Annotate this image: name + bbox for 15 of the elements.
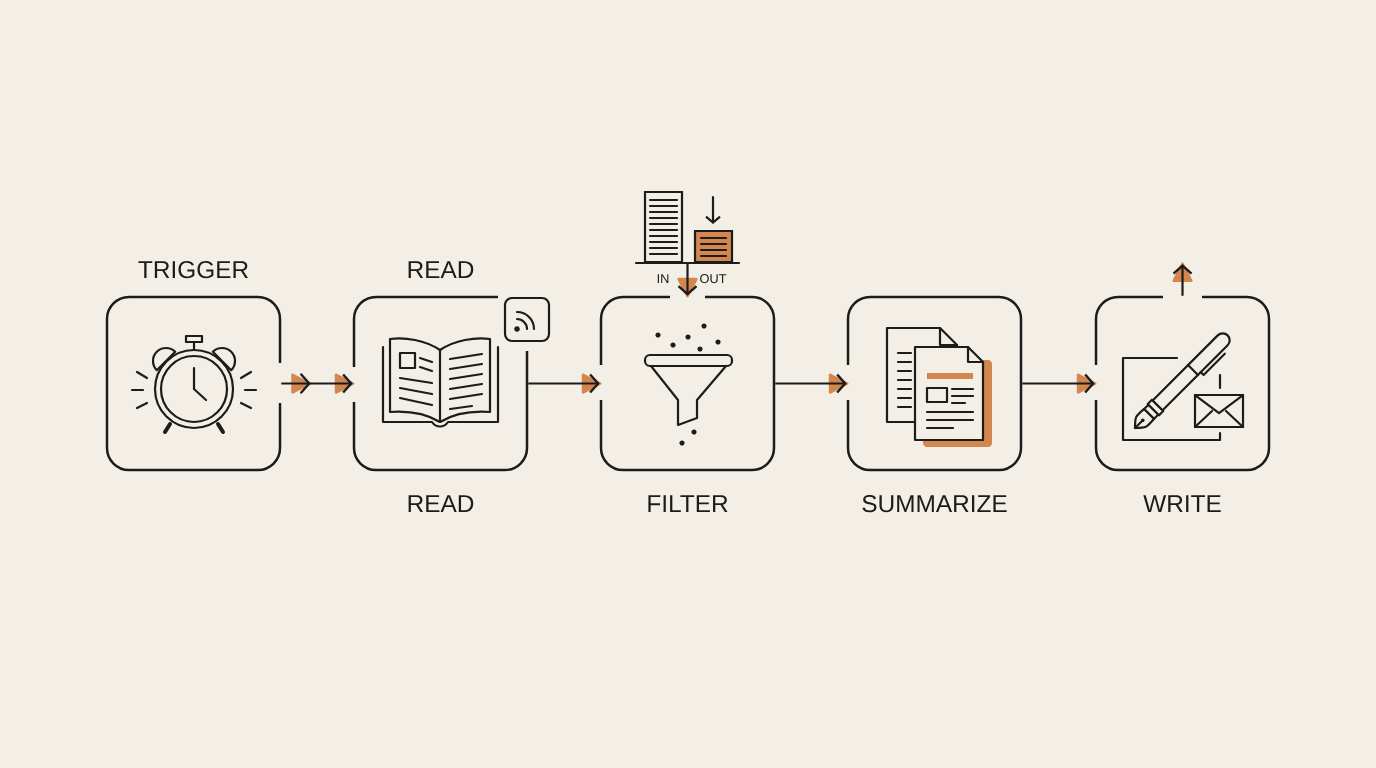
step-label: TRIGGER: [138, 261, 248, 279]
arrow: [775, 373, 849, 394]
label: OUT: [700, 274, 727, 284]
label: IN: [657, 274, 669, 283]
step-label: SUMMARIZE: [862, 495, 1007, 513]
arrow: [528, 373, 602, 394]
arrow: [1172, 262, 1193, 296]
step-label: FILTER: [648, 495, 728, 512]
arrow: [1022, 373, 1097, 394]
arrow: [281, 373, 355, 394]
step-label: WRITE: [1143, 495, 1221, 512]
arrow: [677, 263, 698, 298]
step-label: READ: [408, 261, 474, 278]
documents-illustration: [634, 190, 741, 265]
step-label: READ: [408, 495, 474, 512]
